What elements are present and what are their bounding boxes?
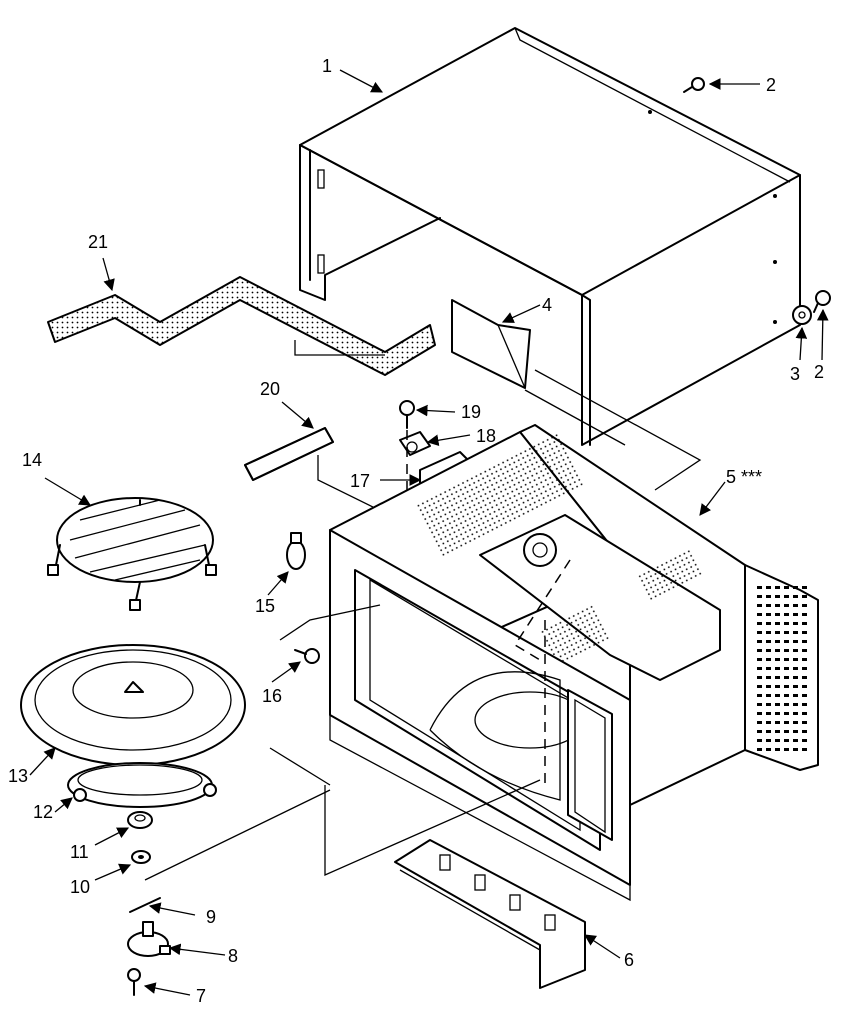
bottom-cover-part-6: [394, 839, 586, 989]
callout-15: 15: [255, 596, 275, 616]
callout-7: 7: [196, 986, 206, 1006]
callout-6: 6: [624, 950, 634, 970]
turntable-motor-part-8: [127, 921, 171, 957]
callout-labels: 1 2 2 3 4 5 *** 6 7 8 9 10 11 12 13 14 1…: [8, 56, 824, 1006]
callout-14: 14: [22, 450, 42, 470]
lamp-part-15: [286, 532, 306, 570]
callout-10: 10: [70, 877, 90, 897]
callout-18: 18: [476, 426, 496, 446]
callout-17: 17: [350, 471, 370, 491]
gasket-strip-part-21: [47, 276, 436, 376]
shaft-part-9: [129, 789, 331, 913]
washer-part-3: [792, 305, 812, 325]
callout-3: 3: [790, 364, 800, 384]
callout-2-side: 2: [814, 362, 824, 382]
assembly-guide-lines: [269, 369, 702, 876]
inner-chassis-part-5: [329, 424, 819, 902]
callout-12: 12: [33, 802, 53, 822]
callout-9: 9: [206, 907, 216, 927]
rack-part-14: [47, 497, 217, 611]
choke-strip-part-20: [244, 427, 441, 541]
callout-leaders: [29, 69, 829, 996]
screw-part-2-side: [813, 290, 831, 313]
washer-part-10: [131, 850, 151, 864]
callout-16: 16: [262, 686, 282, 706]
insulation-pad-part-4: [451, 299, 531, 389]
callout-19: 19: [461, 402, 481, 422]
callout-4: 4: [542, 295, 552, 315]
screw-part-7: [127, 968, 141, 996]
screw-part-16: [279, 604, 381, 664]
outer-cabinet-part-1: [299, 27, 801, 446]
coupler-part-11: [127, 811, 153, 829]
callout-21: 21: [88, 232, 108, 252]
callout-8: 8: [228, 946, 238, 966]
callout-2-top: 2: [766, 75, 776, 95]
screw-part-2-top: [683, 77, 705, 93]
callout-11: 11: [70, 842, 89, 862]
roller-ring-part-12: [67, 762, 217, 808]
callout-13: 13: [8, 766, 28, 786]
callout-5: 5 ***: [726, 467, 762, 487]
turntable-tray-part-13: [20, 644, 246, 766]
callout-1: 1: [322, 56, 332, 76]
lamp-socket-part-18: [399, 431, 431, 456]
screw-part-19: [399, 400, 415, 429]
callout-20: 20: [260, 379, 280, 399]
